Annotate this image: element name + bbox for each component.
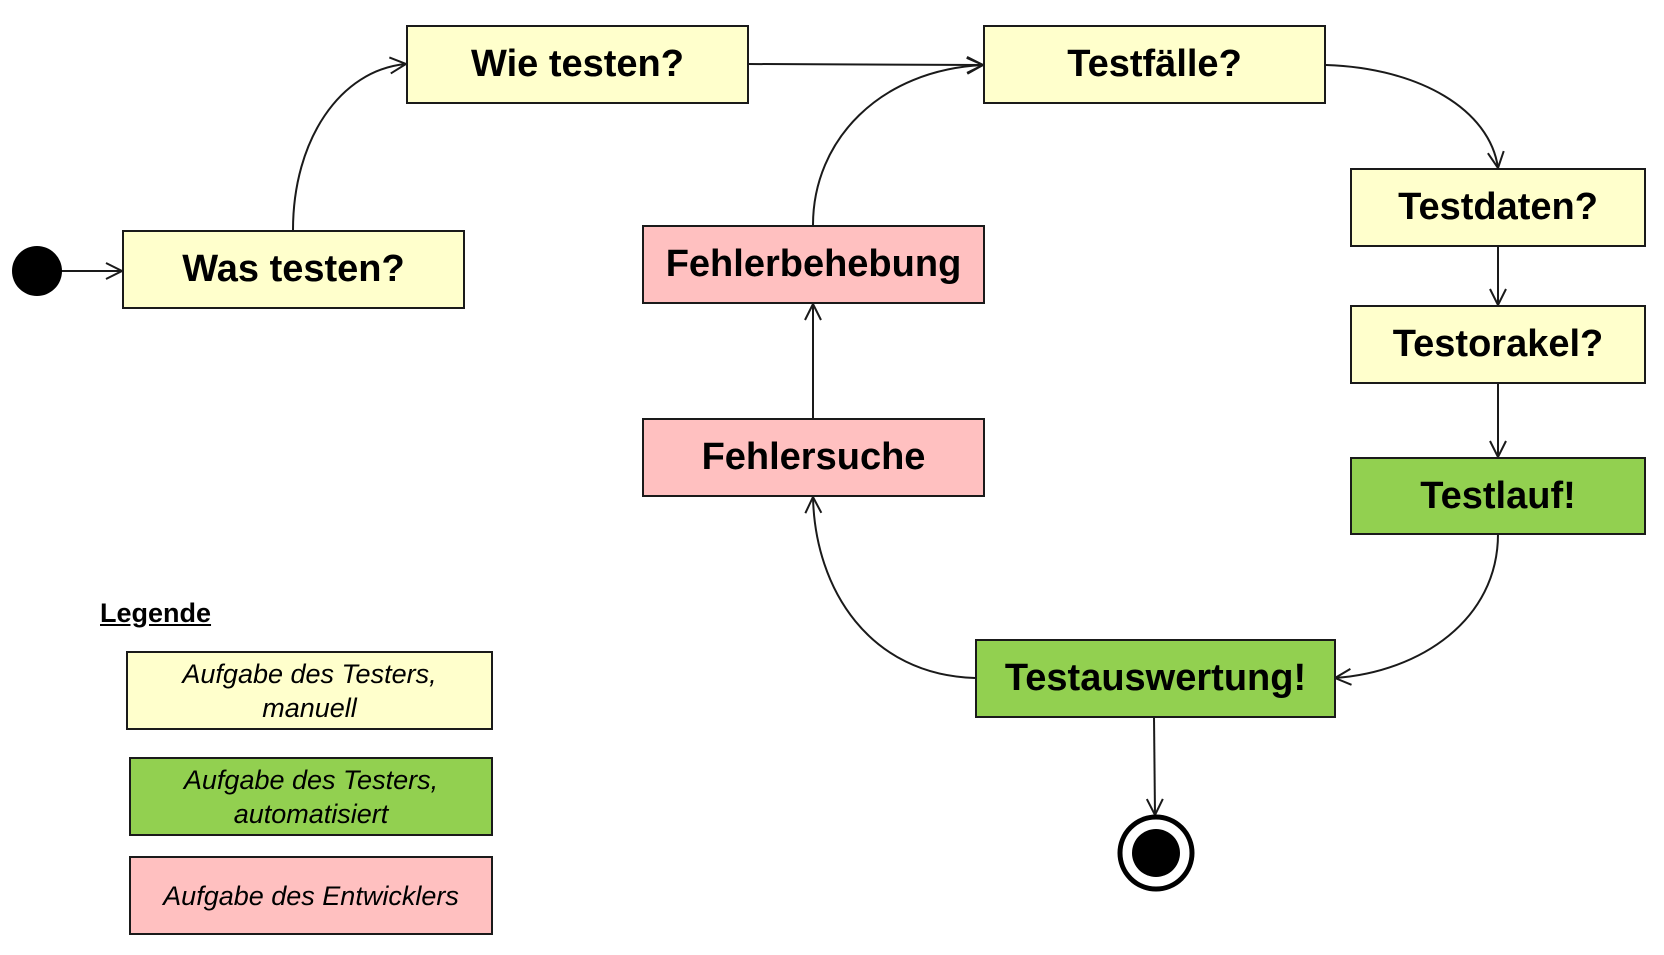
node-testdaten: Testdaten? bbox=[1350, 168, 1646, 247]
legend-item-developer: Aufgabe des Entwicklers bbox=[129, 856, 493, 935]
node-testorakel: Testorakel? bbox=[1350, 305, 1646, 384]
legend-title: Legende bbox=[100, 598, 212, 628]
edge-testauswertung-to-end bbox=[1154, 716, 1155, 815]
legend-auto-line2: automatisiert bbox=[233, 798, 389, 829]
legend-auto-line1: Aufgabe des Testers, bbox=[183, 764, 439, 795]
edge-testfaelle-to-testdaten bbox=[1325, 64, 1498, 168]
node-fehlerbehebung: Fehlerbehebung bbox=[642, 225, 985, 304]
node-testauswertung: Testauswertung! bbox=[975, 639, 1336, 718]
end-node-icon bbox=[1117, 814, 1195, 892]
legend-manual-line2: manuell bbox=[262, 692, 357, 723]
legend-manual-line1: Aufgabe des Testers, bbox=[182, 658, 437, 689]
legend-developer-label: Aufgabe des Entwicklers bbox=[163, 880, 459, 911]
node-fehlersuche: Fehlersuche bbox=[642, 418, 985, 497]
legend-item-tester-manual: Aufgabe des Testers, manuell bbox=[126, 651, 493, 730]
edge-wie-to-testfaelle bbox=[747, 64, 983, 65]
legend-item-tester-automated: Aufgabe des Testers, automatisiert bbox=[129, 757, 493, 836]
edge-testauswertung-to-fehlersuche bbox=[813, 497, 976, 679]
edge-testlauf-to-testauswertung bbox=[1335, 533, 1499, 678]
start-node-icon bbox=[12, 246, 62, 296]
edge-fehlerbehebung-to-testfaelle bbox=[812, 65, 983, 226]
node-was-testen: Was testen? bbox=[122, 230, 465, 309]
node-wie-testen: Wie testen? bbox=[406, 25, 749, 104]
node-testfaelle: Testfälle? bbox=[983, 25, 1326, 104]
edge-was-to-wie bbox=[292, 64, 406, 231]
node-testlauf: Testlauf! bbox=[1350, 457, 1646, 535]
